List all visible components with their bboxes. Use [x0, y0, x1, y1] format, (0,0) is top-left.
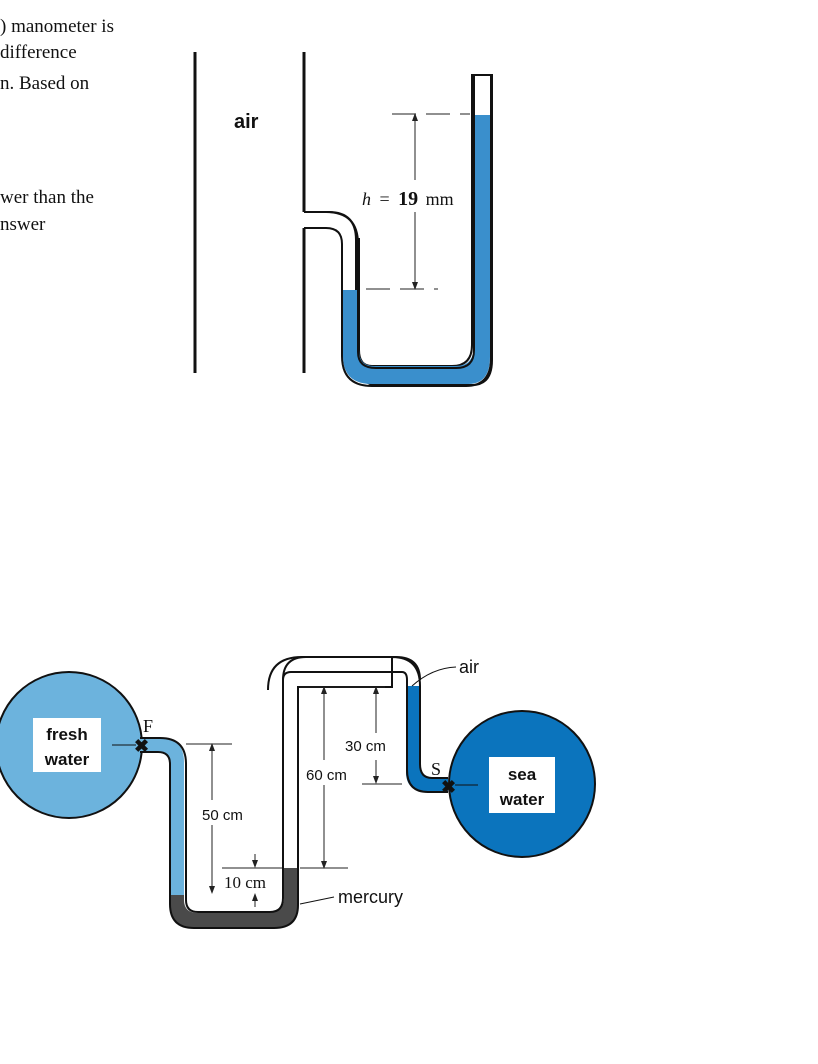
- point-s-label: S: [431, 759, 441, 779]
- question-line-5: nswer: [0, 214, 46, 235]
- question-line-2: difference: [0, 42, 77, 63]
- question-line-3: n. Based on: [0, 73, 90, 94]
- dim-10-label: 10 cm: [224, 873, 266, 892]
- h-equals: =: [380, 189, 390, 209]
- h-symbol: h: [362, 189, 371, 209]
- h-label: h = 19 mm: [362, 188, 454, 210]
- sea-water-column: [406, 686, 448, 792]
- sea-label-line-1: sea: [508, 765, 537, 784]
- dim-50-label: 50 cm: [202, 807, 243, 824]
- mercury-leader: [299, 896, 335, 905]
- valve-s-marker: ✖: [441, 777, 456, 797]
- tank-air-label: air: [234, 111, 259, 133]
- sea-label-line-2: water: [499, 790, 545, 809]
- question-line-4: wer than the: [0, 187, 94, 208]
- valve-f-marker: ✖: [134, 736, 149, 756]
- h-unit: mm: [426, 189, 454, 209]
- tube-outline: [140, 656, 448, 929]
- fresh-label-line-1: fresh: [46, 725, 88, 744]
- tube-outer-top: [282, 656, 421, 681]
- h-value: 19: [398, 188, 418, 210]
- mercury-label: mercury: [338, 887, 403, 907]
- dim-60-label: 60 cm: [306, 767, 347, 784]
- u-tube-walls: [304, 75, 492, 387]
- fresh-label-line-2: water: [44, 750, 90, 769]
- air-label: air: [459, 657, 479, 677]
- sea-label-box: [489, 757, 555, 813]
- question-line-1: ) manometer is: [0, 16, 114, 37]
- air-leader: [411, 666, 457, 687]
- fresh-label-box: [33, 718, 101, 772]
- fresh-water-column: [140, 738, 184, 895]
- point-f-label: F: [143, 716, 153, 736]
- dim-30-label: 30 cm: [345, 738, 386, 755]
